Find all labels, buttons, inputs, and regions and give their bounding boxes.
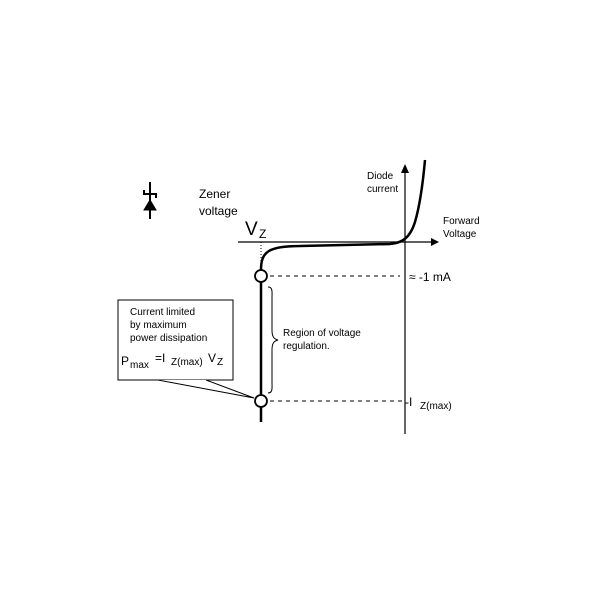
characteristic-curve bbox=[259, 159, 427, 422]
diode-current-label-line2: current bbox=[367, 184, 398, 195]
izmax-label: -I bbox=[405, 395, 412, 409]
approx-current-label: ≈ -1 mA bbox=[409, 270, 451, 284]
region-label-line2: regulation. bbox=[283, 341, 330, 352]
current-axis-arrow bbox=[401, 164, 409, 173]
izmax-label-subscript: Z(max) bbox=[420, 401, 452, 412]
zener-label-line2: voltage bbox=[199, 204, 238, 218]
formula-equals-i: =I bbox=[155, 351, 165, 365]
zener-diode-symbol-icon bbox=[143, 182, 157, 219]
forward-voltage-label-line1: Forward bbox=[443, 216, 480, 227]
regulation-brace bbox=[267, 286, 279, 394]
formula-v: V bbox=[208, 351, 216, 365]
formula-v-subscript: Z bbox=[217, 357, 223, 368]
callout-text-line2: by maximum bbox=[130, 320, 187, 331]
forward-voltage-label-line2: Voltage bbox=[443, 229, 477, 240]
callout-text-line3: power dissipation bbox=[130, 333, 207, 344]
callout-box bbox=[117, 299, 234, 381]
callout-text-line1: Current limited bbox=[130, 307, 195, 318]
diode-current-label-line1: Diode bbox=[367, 171, 394, 182]
zener-label-line1: Zener bbox=[199, 187, 230, 201]
callout-pointer bbox=[157, 379, 255, 399]
formula-p-subscript: max bbox=[130, 360, 149, 371]
vz-label: V bbox=[245, 219, 258, 240]
regulation-start-point bbox=[254, 269, 268, 283]
regulation-end-point bbox=[254, 394, 268, 408]
vz-label-subscript: Z bbox=[259, 227, 266, 241]
formula-i-subscript: Z(max) bbox=[171, 357, 203, 368]
formula-p: P bbox=[121, 354, 129, 368]
region-label-line1: Region of voltage bbox=[283, 328, 361, 339]
voltage-axis-arrow bbox=[431, 238, 439, 246]
